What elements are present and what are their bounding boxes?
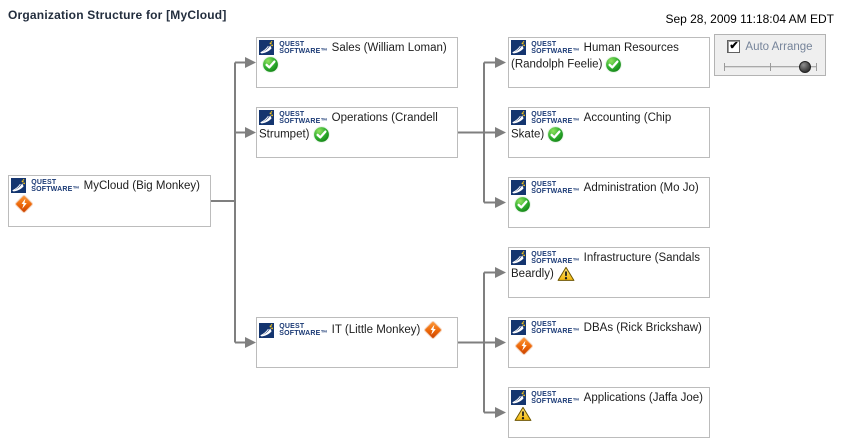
node-label: Sales (William Loman) [331,42,447,54]
quest-logo-icon [259,322,274,338]
quest-logo-icon [259,110,274,126]
node-label: Accounting (Chip Skate) [511,112,672,141]
status-icon [514,196,531,213]
quest-logo-icon [511,40,526,56]
auto-arrange-label: Auto Arrange [745,40,813,53]
timestamp: Sep 28, 2009 11:18:04 AM EDT [665,12,834,26]
node-label: Operations (Crandell Strumpet) [259,112,438,141]
quest-logo-icon [511,180,526,196]
zoom-slider-thumb[interactable] [798,61,811,73]
node-label: IT (Little Monkey) [331,324,421,337]
status-icon [547,126,565,143]
status-icon [605,56,623,73]
quest-logo-icon [511,390,526,406]
zoom-slider[interactable] [724,61,817,73]
status-icon [14,194,34,214]
quest-logo-icon [511,250,526,266]
page-title: Organization Structure for [MyCloud] [8,8,227,22]
slider-tick [816,63,817,71]
quest-logo-icon [259,40,274,56]
arrowheads [245,57,506,418]
node-label: Applications (Jaffa Joe) [583,392,703,404]
status-icon [514,406,532,422]
node-label: Infrastructure (Sandals Beardly) [511,252,701,281]
auto-arrange-panel: ✔ Auto Arrange [714,34,826,76]
status-icon [262,56,279,73]
quest-logo-icon [11,178,26,194]
status-icon [557,266,575,282]
node-label: Human Resources (Randolph Feelie) [511,42,679,71]
node-label: MyCloud (Big Monkey) [83,180,200,192]
status-icon [423,320,443,340]
slider-tick [770,63,771,71]
quest-logo-icon [511,320,526,336]
node-label: Administration (Mo Jo) [583,182,699,194]
slider-tick [724,63,725,71]
status-icon [312,126,330,143]
status-icon [514,336,534,356]
quest-logo-icon [511,110,526,126]
node-label: DBAs (Rick Brickshaw) [583,322,702,334]
auto-arrange-checkbox[interactable]: ✔ [727,40,741,53]
